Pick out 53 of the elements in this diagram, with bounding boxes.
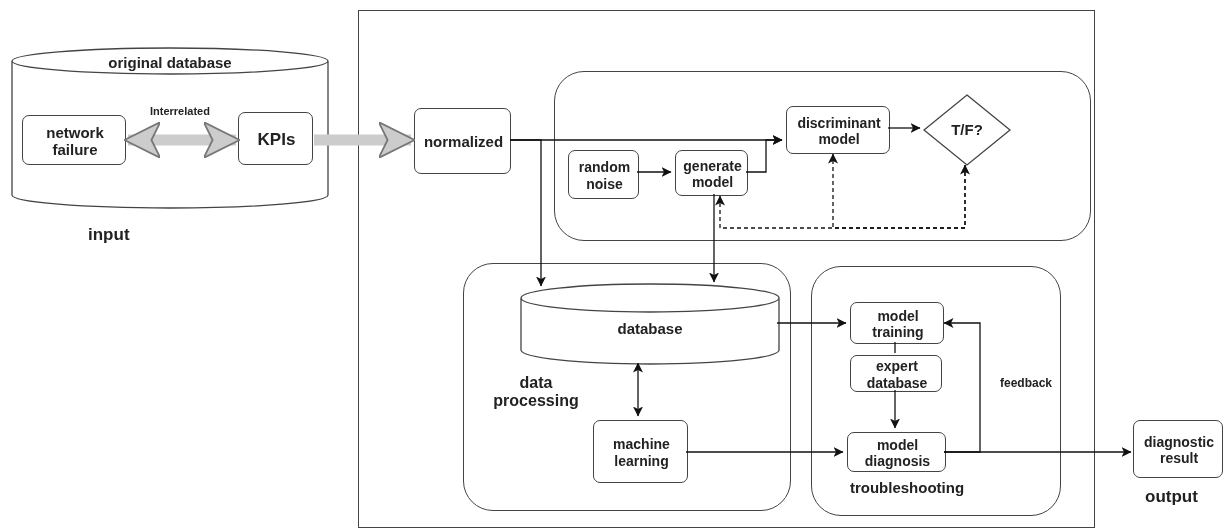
node-label: random noise (577, 158, 632, 194)
process-box (22, 115, 126, 165)
group-panel (554, 71, 1091, 241)
node-label: normalized (422, 132, 505, 153)
node-label: original database (107, 54, 233, 72)
arrow (890, 389, 900, 429)
process-box (568, 150, 639, 199)
arrow (633, 362, 643, 417)
block-arrow (123, 121, 241, 159)
side-caption: input (88, 225, 130, 245)
group-title: troubleshooting (848, 479, 966, 497)
node-label: database (616, 320, 684, 338)
process-box (850, 355, 942, 392)
process-box (847, 432, 946, 472)
process-box (593, 420, 688, 483)
node-label: KPIs (256, 128, 297, 151)
database-cylinder (521, 284, 779, 364)
node-label: machine learning (612, 435, 671, 471)
node-label: model training (871, 306, 925, 342)
process-box (850, 302, 944, 344)
connector-line (894, 341, 896, 354)
arrow (887, 123, 921, 133)
node-label: discriminant model (796, 113, 882, 149)
process-box (238, 112, 313, 165)
database-cylinder (12, 48, 328, 208)
frame-box (358, 10, 1095, 528)
arrow (636, 167, 672, 177)
block-arrow (314, 121, 416, 159)
process-box (675, 150, 748, 196)
node-label: expert database (865, 357, 929, 393)
edge-label: feedback (1000, 376, 1053, 390)
arrow (685, 447, 844, 457)
process-box (786, 106, 890, 154)
node-label: diagnostic result (1143, 432, 1215, 468)
arrow (776, 318, 847, 328)
arrow (509, 139, 546, 287)
arrow (828, 153, 966, 229)
side-caption: output (1145, 487, 1198, 507)
arrow (943, 318, 981, 453)
node-label: T/F? (950, 120, 984, 141)
node-label: network failure (45, 122, 105, 160)
group-panel (811, 266, 1061, 516)
group-title: data processing (492, 374, 580, 411)
arrow (709, 193, 719, 283)
group-panel (463, 263, 791, 511)
node-label: generate model (682, 156, 743, 192)
edge-label: Interrelated (150, 105, 210, 117)
process-box (414, 108, 511, 174)
process-box (1133, 420, 1223, 478)
arrow (715, 164, 970, 229)
arrow (745, 135, 783, 173)
node-label: model diagnosis (863, 435, 932, 471)
decision-diamond (924, 95, 1010, 165)
